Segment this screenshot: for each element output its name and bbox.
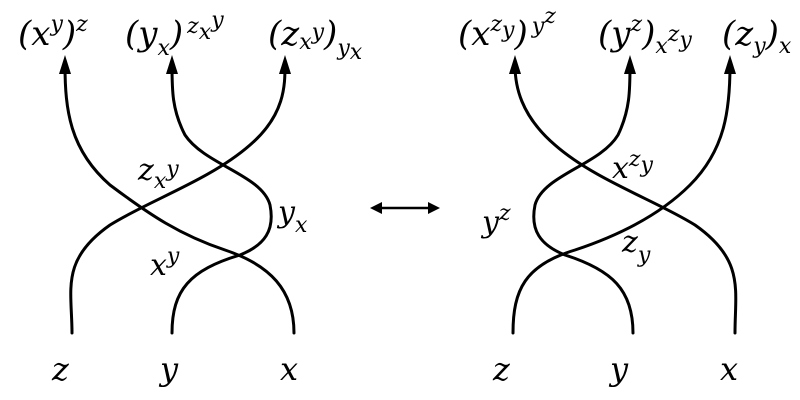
left-top-label-1: (xy)z: [18, 12, 88, 54]
right-crossing-left: yz: [480, 201, 511, 240]
right-crossing-lower: zy: [621, 225, 651, 268]
left-crossing-right: yx: [276, 195, 308, 238]
left-bottom-y: y: [158, 350, 179, 388]
left-top-label-3: (zxy)yx: [268, 14, 363, 65]
right-bottom-x: x: [720, 350, 738, 388]
equivalence-arrow: [370, 202, 440, 214]
left-crossing-upper: zxy: [137, 153, 179, 194]
left-arrow-2: [166, 55, 178, 74]
left-bottom-z: z: [51, 350, 70, 388]
right-top-label-1: (xzy)yz: [458, 4, 556, 54]
right-strand-z: [511, 63, 732, 335]
right-crossing-upper: xzy: [612, 147, 654, 186]
right-bottom-y: y: [608, 350, 629, 388]
right-strand-y: [532, 63, 635, 335]
left-strand-x: [63, 63, 296, 335]
right-strand-x: [513, 63, 738, 335]
right-arrow-3: [724, 55, 736, 74]
right-top-label-2: (yz)xzy: [598, 12, 692, 59]
left-braid: (xy)z (yx)zxy (zxy)yx zxy yx xy z y x: [18, 8, 363, 388]
right-bottom-z: z: [492, 350, 511, 388]
left-crossing-lower: xy: [150, 244, 180, 283]
right-arrow-2: [624, 55, 636, 74]
left-top-label-2: (yx)zxy: [125, 8, 224, 61]
right-braid: (xzy)yz (yz)xzy (zy)x xzy yz zy z y x: [458, 4, 792, 388]
left-strand-y: [170, 63, 273, 335]
left-arrow-3: [279, 55, 291, 74]
left-strand-z: [69, 63, 287, 335]
left-arrow-1: [59, 55, 71, 74]
left-bottom-x: x: [280, 350, 298, 388]
right-top-label-3: (zy)x: [722, 14, 792, 59]
right-arrow-1: [509, 55, 521, 74]
